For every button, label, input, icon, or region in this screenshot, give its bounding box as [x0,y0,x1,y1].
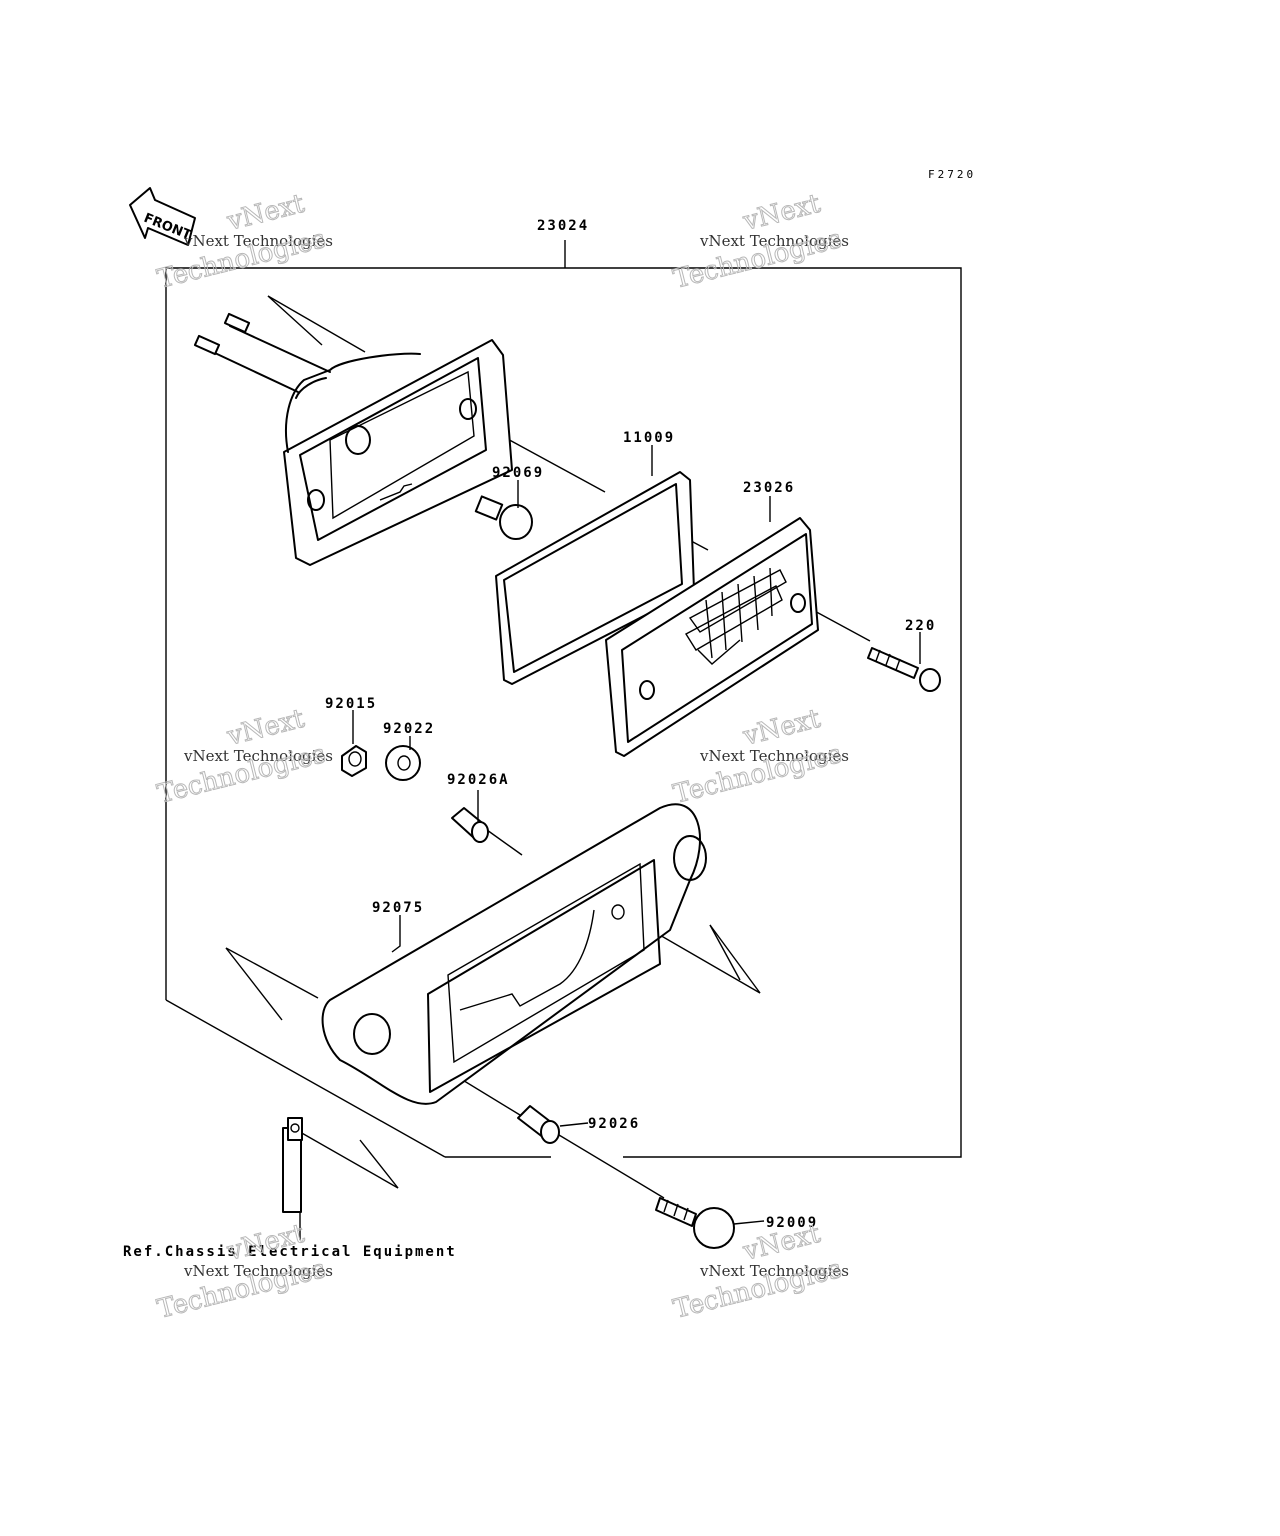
label-92069: 92069 [492,465,544,481]
watermark-2: vNext vNext Technologies Technologies [670,188,849,295]
svg-text:vNext Technologies: vNext Technologies [183,232,333,250]
lamp-wires [193,312,331,393]
part-labels: 23024 11009 92069 23026 220 92015 92022 … [123,218,936,1260]
lens-reflector-grid [685,567,787,665]
label-92026A: 92026A [447,772,510,788]
washer-92022 [385,745,421,781]
figure-code: F2720 [928,168,976,181]
svg-text:vNext Technologies: vNext Technologies [699,232,849,250]
screw-220 [867,647,941,692]
watermark-5: vNext vNext Technologies Technologies [154,1218,333,1325]
reference-note: Ref.Chassis Electrical Equipment [123,1244,457,1260]
nut-92015 [341,745,367,777]
svg-text:vNext Technologies: vNext Technologies [183,747,333,765]
lamp-housing [283,339,513,566]
label-220: 220 [905,618,936,634]
label-92075: 92075 [372,900,424,916]
label-92026: 92026 [588,1116,640,1132]
svg-text:vNext Technologies: vNext Technologies [183,1262,333,1280]
bulb-92069 [474,495,533,540]
label-leaders [352,445,921,1225]
ground-terminal [282,1117,303,1240]
label-92015: 92015 [325,696,377,712]
label-11009: 11009 [623,430,675,446]
assembly-bracket [165,240,962,1158]
collar-92026A [451,807,489,843]
bracket-92075 [321,803,707,1105]
label-23024: 23024 [537,218,589,234]
label-23026: 23026 [743,480,795,496]
svg-text:vNext Technologies: vNext Technologies [699,747,849,765]
watermark-4: vNext vNext Technologies Technologies [670,703,849,810]
collar-92026 [517,1105,560,1144]
watermark-3: vNext vNext Technologies Technologies [154,703,333,810]
bolt-92009 [655,1197,735,1249]
label-92009: 92009 [766,1215,818,1231]
lens-23026 [605,517,819,757]
svg-text:vNext Technologies: vNext Technologies [699,1262,849,1280]
label-92022: 92022 [383,721,435,737]
